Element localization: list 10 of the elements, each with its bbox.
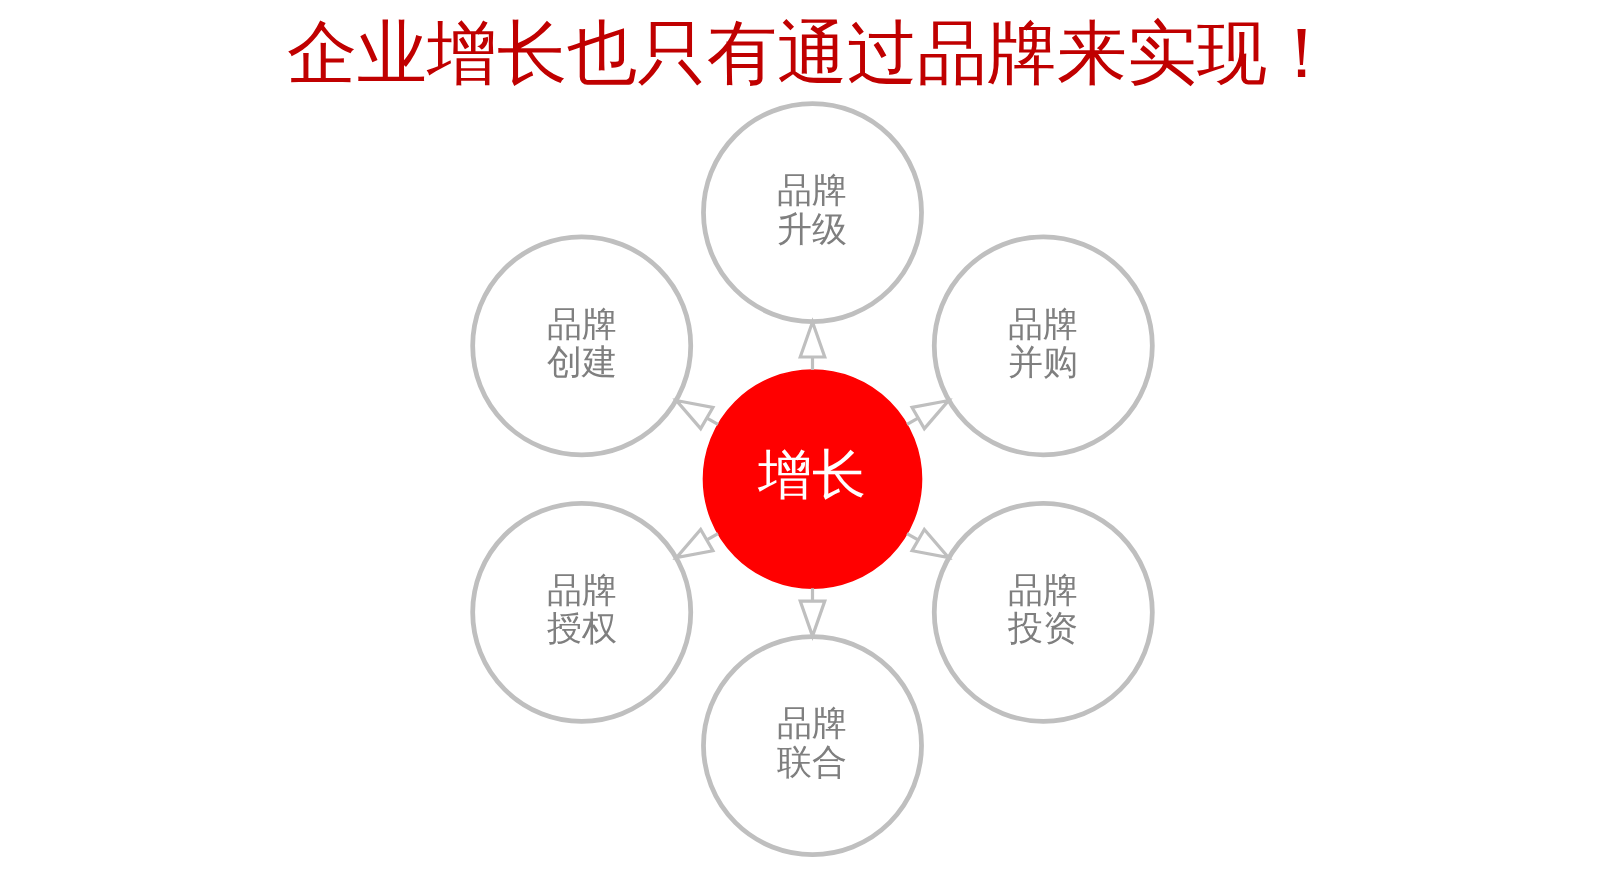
arrow xyxy=(671,398,719,432)
node-circle: 品牌创建 xyxy=(469,234,693,458)
node-circle: 品牌并购 xyxy=(931,234,1155,458)
arrow xyxy=(905,398,953,432)
node-circle: 品牌授权 xyxy=(469,500,693,724)
arrow xyxy=(797,588,827,641)
node-circle: 品牌投资 xyxy=(931,500,1155,724)
diagram-title: 企业增长也只有通过品牌来实现！ xyxy=(287,11,1337,94)
node-circle: 品牌联合 xyxy=(700,634,924,857)
node-circle: 品牌升级 xyxy=(700,101,924,324)
